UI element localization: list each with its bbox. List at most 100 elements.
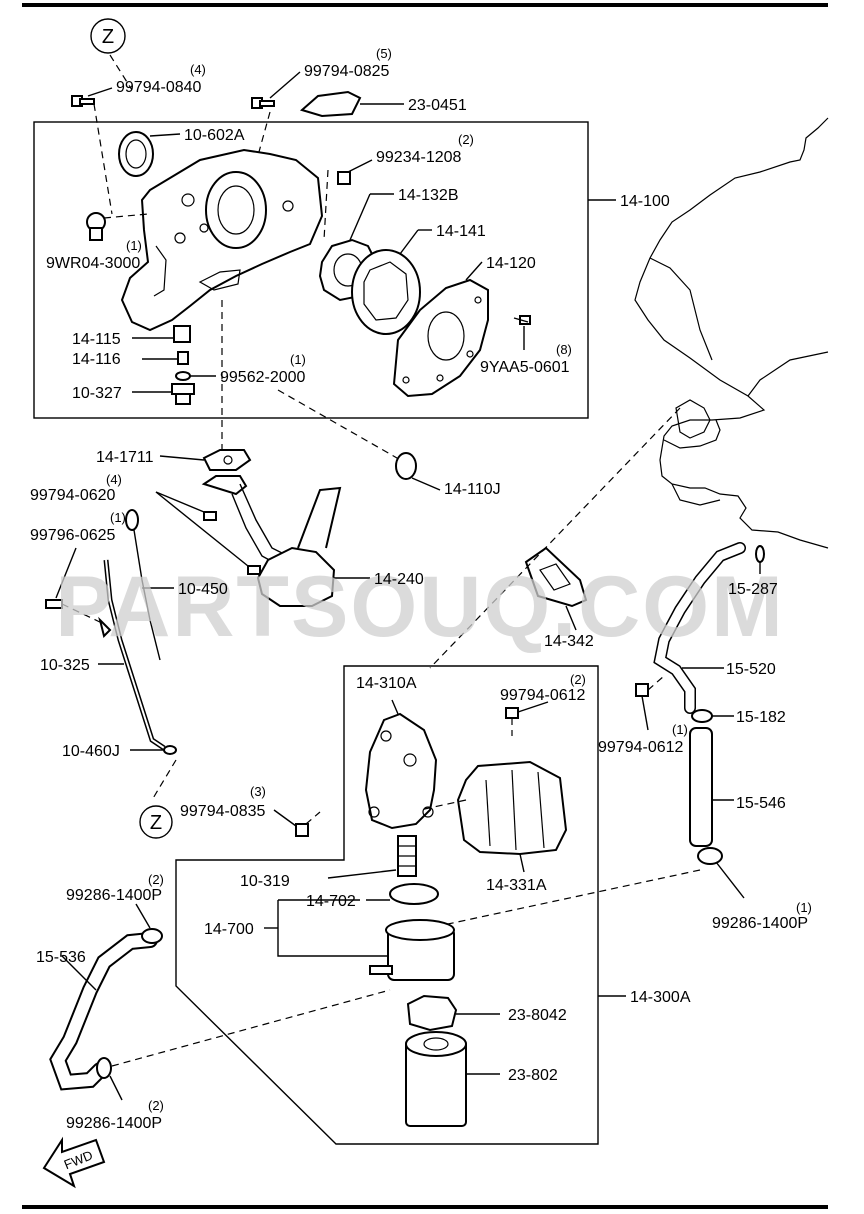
label-14-116[interactable]: 14-116	[72, 351, 121, 368]
qty-99286-1400P-b: (1)	[796, 900, 812, 915]
label-14-240[interactable]: 14-240	[374, 571, 424, 588]
qty-99794-0825: (5)	[376, 46, 392, 61]
label-99234-1208[interactable]: 99234-1208	[376, 149, 462, 166]
label-14-141[interactable]: 14-141	[436, 223, 486, 240]
oil-cooler-14-700[interactable]	[264, 899, 455, 981]
union-bolt-10-319[interactable]	[327, 835, 417, 879]
label-14-700[interactable]: 14-700	[204, 921, 254, 938]
bolt-99796-0625[interactable]	[45, 547, 105, 625]
outer-rotor-14-141[interactable]	[351, 229, 432, 335]
label-14-132B[interactable]: 14-132B	[398, 187, 459, 204]
plug-9WR04-3000[interactable]	[86, 212, 106, 241]
dipstick-10-450[interactable]	[125, 509, 174, 661]
label-15-287[interactable]: 15-287	[728, 581, 778, 598]
pipe-23-0451[interactable]	[299, 90, 404, 118]
o-ring-14-702[interactable]	[366, 883, 439, 905]
label-10-325[interactable]: 10-325	[40, 657, 90, 674]
nut-23-8042[interactable]	[406, 994, 500, 1032]
insulator-14-331A[interactable]	[419, 760, 568, 873]
label-14-100[interactable]: 14-100	[620, 193, 670, 210]
label-14-1711[interactable]: 14-1711	[96, 449, 154, 466]
label-15-536[interactable]: 15-536	[36, 949, 86, 966]
label-15-182[interactable]: 15-182	[736, 709, 786, 726]
dipstick-tube-10-325[interactable]	[98, 559, 166, 751]
label-99794-0825[interactable]: 99794-0825	[304, 63, 390, 80]
engine-block-outline	[634, 117, 829, 549]
oil-seal-10-602A[interactable]	[118, 131, 181, 177]
filter-body-14-310A[interactable]	[364, 699, 438, 830]
label-14-115[interactable]: 14-115	[72, 331, 121, 348]
clamp-99286-1400P-right[interactable]	[697, 847, 745, 899]
label-15-546[interactable]: 15-546	[736, 795, 786, 812]
z-top-leader	[109, 54, 133, 91]
hose-connector-right	[419, 869, 701, 931]
z-callout-bottom[interactable]: Z	[139, 805, 173, 839]
label-23-802[interactable]: 23-802	[508, 1067, 558, 1084]
dowel-99234-1208[interactable]	[337, 159, 373, 185]
label-10-450[interactable]: 10-450	[178, 581, 228, 598]
label-99794-0835[interactable]: 99794-0835	[180, 803, 266, 820]
clamp-15-182[interactable]	[691, 709, 734, 723]
hose-15-520[interactable]	[653, 542, 746, 714]
spring-14-116[interactable]	[142, 351, 189, 365]
label-99794-0840[interactable]: 99794-0840	[116, 79, 202, 96]
label-99562-2000[interactable]: 99562-2000	[220, 369, 306, 386]
label-15-520[interactable]: 15-520	[726, 661, 776, 678]
label-14-110J[interactable]: 14-110J	[444, 481, 501, 498]
plug-10-327[interactable]	[132, 383, 195, 405]
label-23-0451[interactable]: 23-0451	[408, 97, 467, 114]
qty-99562-2000: (1)	[290, 352, 306, 367]
label-99796-0625[interactable]: 99796-0625	[30, 527, 116, 544]
bottom-rule	[22, 1205, 828, 1209]
label-10-327[interactable]: 10-327	[72, 385, 122, 402]
label-99794-0620[interactable]: 99794-0620	[30, 487, 116, 504]
dowel-leader	[323, 169, 329, 241]
label-99286-1400P-a[interactable]: 99286-1400P	[66, 887, 162, 904]
label-99794-0612b[interactable]: 99794-0612	[598, 739, 684, 756]
screw-9YAA5-0601[interactable]	[513, 315, 531, 350]
label-99794-0612a[interactable]: 99794-0612	[500, 687, 586, 704]
label-14-702[interactable]: 14-702	[306, 893, 356, 910]
label-10-602A[interactable]: 10-602A	[184, 127, 245, 144]
bolt-99794-0835[interactable]	[273, 809, 321, 837]
label-14-300A[interactable]: 14-300A	[630, 989, 691, 1006]
label-9WR04-3000[interactable]: 9WR04-3000	[46, 255, 140, 272]
label-14-342[interactable]: 14-342	[544, 633, 594, 650]
oil-pump-body[interactable]	[120, 148, 324, 332]
bolt-99794-0612[interactable]	[505, 701, 549, 736]
label-10-319[interactable]: 10-319	[240, 873, 290, 890]
o-ring-99562-2000[interactable]	[175, 371, 216, 381]
oil-filter-23-802[interactable]	[405, 1031, 500, 1127]
z-callout-top-label: Z	[102, 26, 114, 48]
label-14-310A[interactable]: 14-310A	[356, 675, 417, 692]
z-callout-top[interactable]: Z	[90, 18, 126, 54]
label-99286-1400P-c[interactable]: 99286-1400P	[66, 1115, 162, 1132]
qty-99796-0625: (1)	[110, 510, 126, 525]
oil-strainer-14-240[interactable]	[201, 475, 370, 607]
pump-cover-14-120[interactable]	[392, 261, 489, 398]
o-ring-15-287[interactable]	[755, 545, 765, 574]
clamp-99286-1400P-upper[interactable]	[135, 903, 163, 944]
bolt-99794-0840[interactable]	[71, 95, 95, 107]
z-callout-bottom-label: Z	[150, 812, 162, 834]
gasket-connector	[429, 407, 681, 669]
bolt-99794-0612-right[interactable]	[635, 675, 665, 731]
hose-15-546[interactable]	[689, 727, 734, 847]
qty-99794-0620: (4)	[106, 472, 122, 487]
top-rule	[22, 3, 828, 7]
bolt-99794-0620[interactable]	[155, 491, 261, 575]
label-23-8042[interactable]: 23-8042	[508, 1007, 567, 1024]
label-14-120[interactable]: 14-120	[486, 255, 536, 272]
watermark: PARTSOUQ.COM	[55, 559, 785, 655]
o-ring-14-110J[interactable]	[395, 452, 441, 491]
gasket-14-1711[interactable]	[159, 449, 252, 471]
label-10-460J[interactable]: 10-460J	[62, 743, 120, 760]
bolt-99794-0825[interactable]	[251, 97, 275, 109]
label-9YAA5-0601[interactable]: 9YAA5-0601	[480, 359, 570, 376]
hose-15-536[interactable]	[49, 932, 158, 1091]
clamp-99286-1400P-lower[interactable]	[96, 1057, 123, 1101]
label-14-331A[interactable]: 14-331A	[486, 877, 547, 894]
o-ring-10-460J[interactable]	[130, 745, 177, 755]
label-99286-1400P-b[interactable]: 99286-1400P	[712, 915, 808, 932]
relief-valve-14-115[interactable]	[132, 325, 191, 343]
